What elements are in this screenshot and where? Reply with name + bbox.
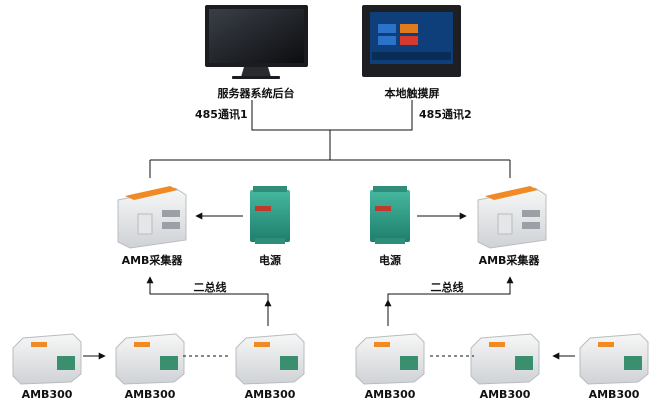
bus-right-label: 二总线 — [430, 281, 464, 294]
amb-collector-left-icon — [117, 186, 187, 249]
power-right-label: 电源 — [379, 254, 401, 267]
amb300-device-icon — [115, 333, 185, 385]
power-supply-right-icon — [370, 186, 410, 244]
amb300-device-icon — [355, 333, 425, 385]
amb300-device-icon — [470, 333, 540, 385]
device-label-1: AMB300 — [21, 388, 73, 401]
collector-right-label: AMB采集器 — [478, 254, 540, 267]
touch-screen-icon — [362, 5, 461, 77]
device-label-6: AMB300 — [588, 388, 640, 401]
touch-screen-label: 本地触摸屏 — [384, 87, 440, 100]
power-supply-left-icon — [250, 186, 290, 244]
device-label-5: AMB300 — [479, 388, 531, 401]
collector-left-label: AMB采集器 — [121, 254, 183, 267]
device-label-4: AMB300 — [364, 388, 416, 401]
amb-collector-right-icon — [477, 186, 547, 249]
device-label-2: AMB300 — [124, 388, 176, 401]
comm1-label: 485通讯1 — [195, 108, 248, 121]
device-label-3: AMB300 — [244, 388, 296, 401]
server-label: 服务器系统后台 — [217, 87, 295, 100]
power-left-label: 电源 — [259, 254, 281, 267]
amb300-device-icon — [12, 333, 82, 385]
amb300-device-icon — [579, 333, 649, 385]
server-monitor-icon — [205, 5, 308, 79]
bus-left-label: 二总线 — [193, 281, 227, 294]
amb300-device-icon — [235, 333, 305, 385]
comm-line-top — [251, 100, 413, 131]
comm2-label: 485通讯2 — [419, 108, 472, 121]
